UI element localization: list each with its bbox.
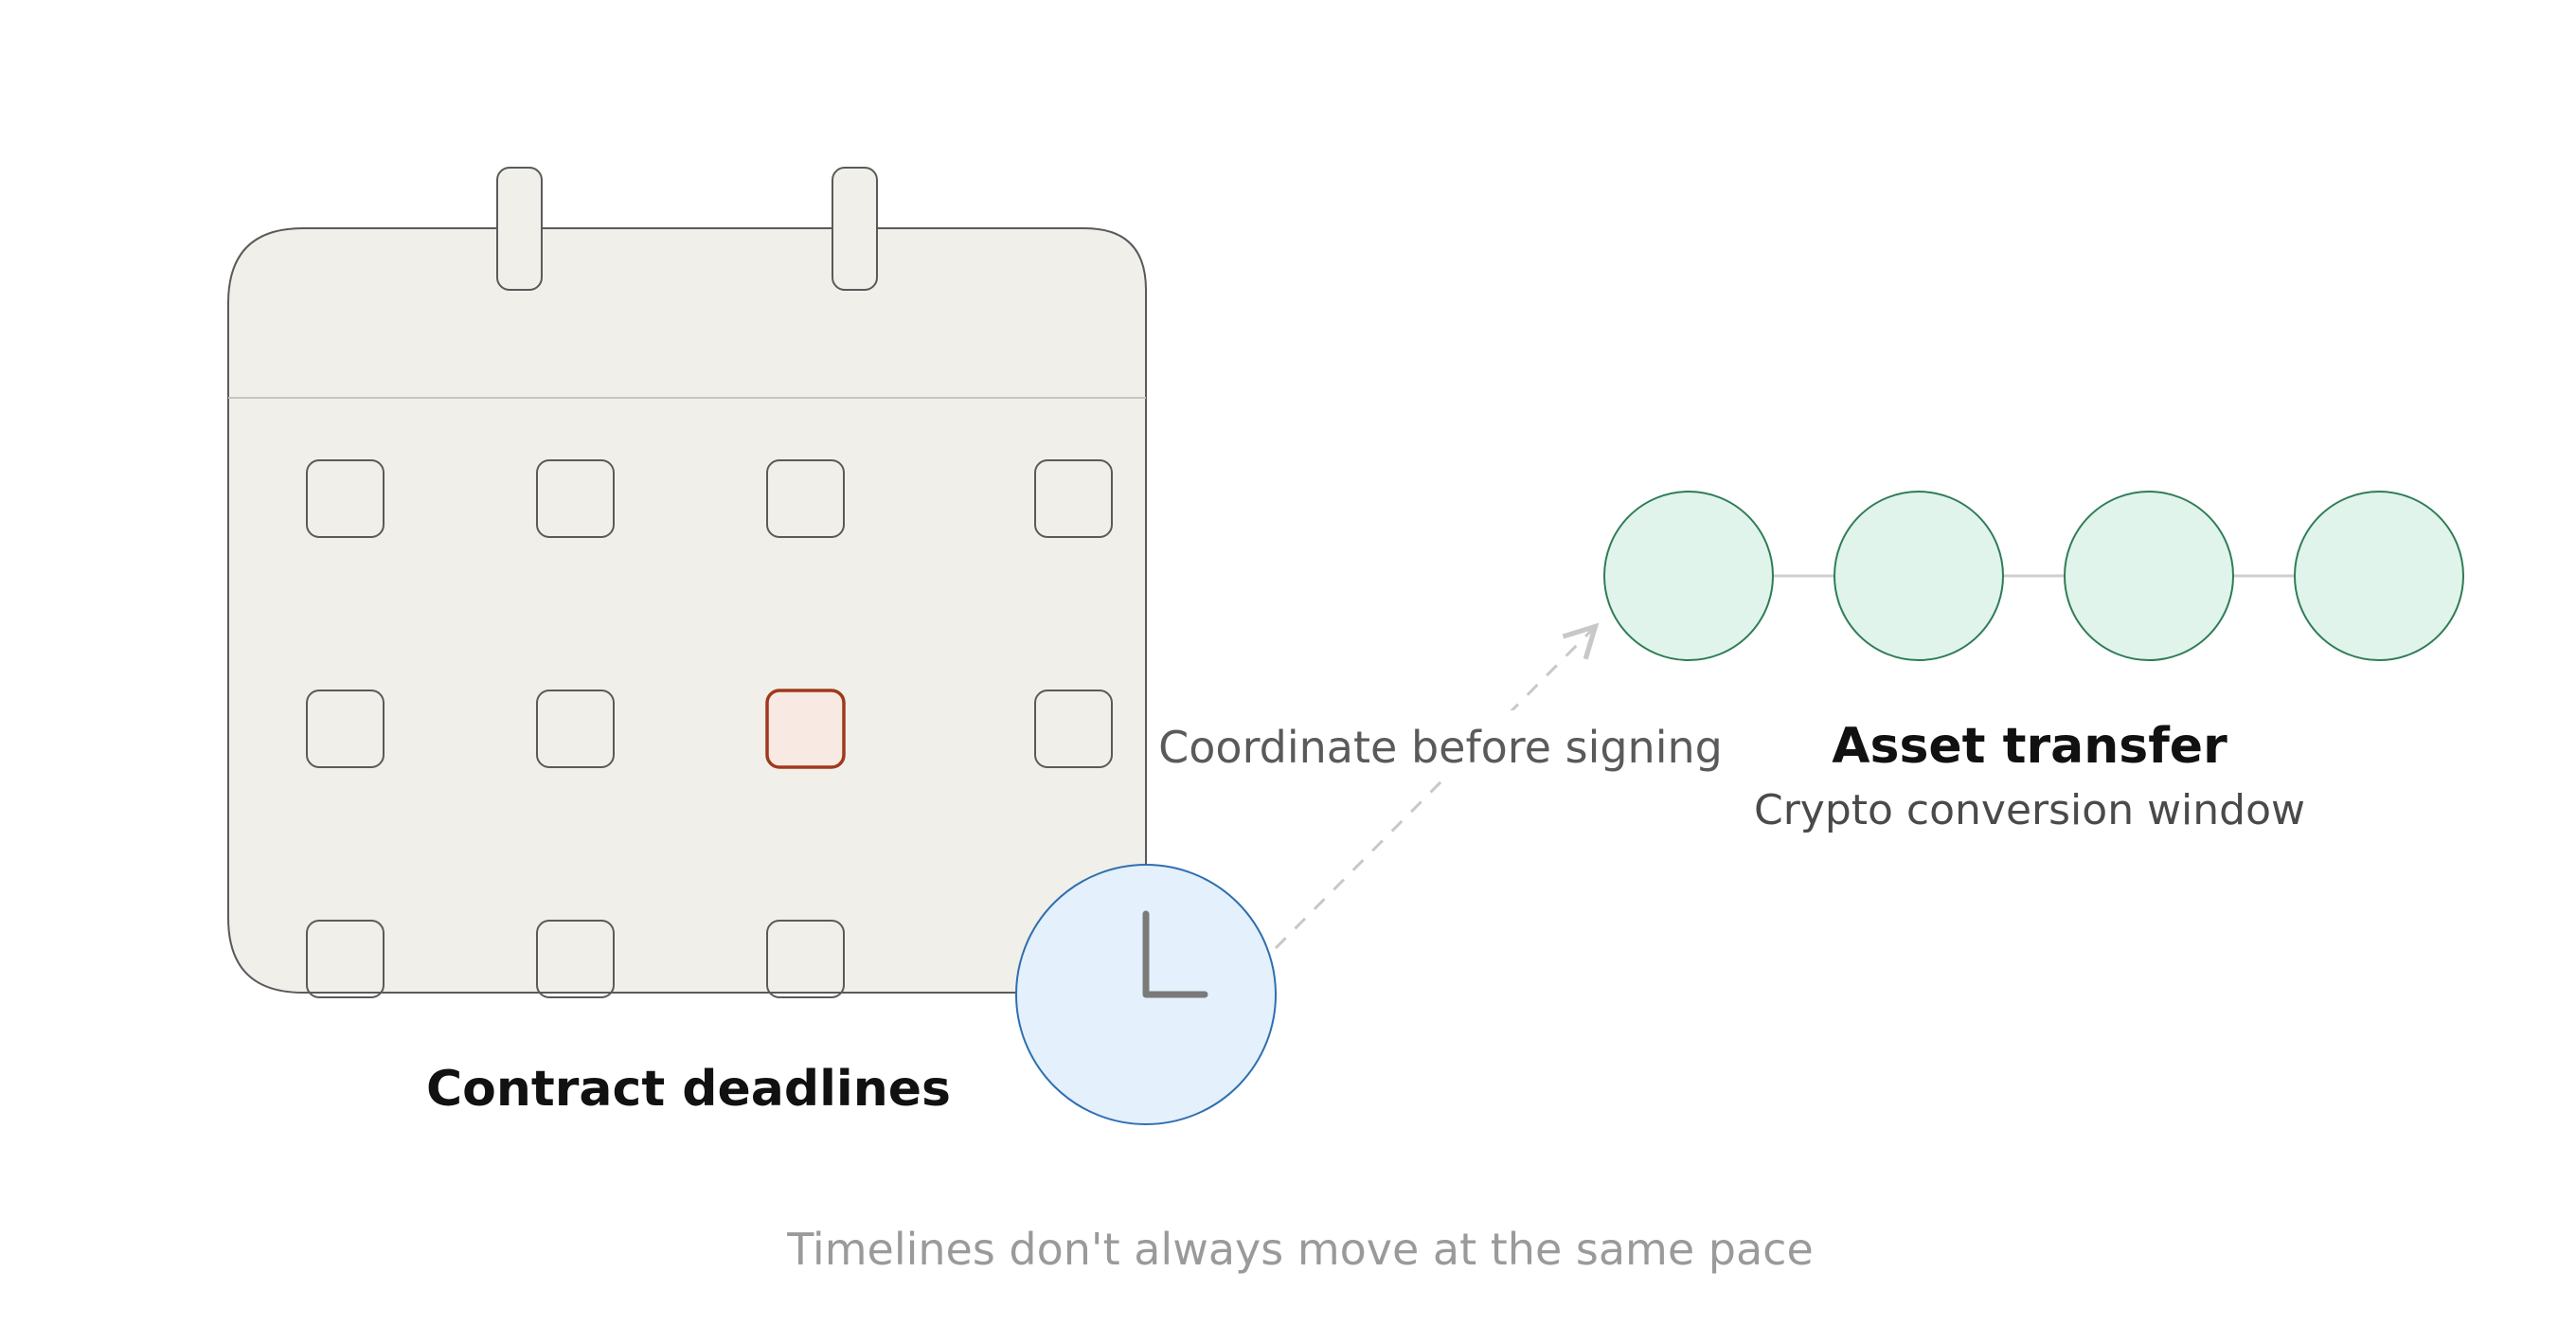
asset-node bbox=[2064, 491, 2234, 661]
calendar-body bbox=[227, 227, 1147, 994]
connector-label-backdrop bbox=[1165, 710, 1714, 777]
asset-node bbox=[1834, 491, 2004, 661]
clock-icon bbox=[1015, 864, 1277, 1125]
calendar-cell bbox=[1034, 690, 1113, 768]
connector-label: Coordinate before signing bbox=[1158, 722, 1723, 773]
diagram-caption: Timelines don't always move at the same … bbox=[786, 1224, 1814, 1275]
connector-arrow bbox=[1274, 622, 1600, 950]
calendar-cell bbox=[536, 459, 615, 538]
calendar-cell bbox=[766, 920, 845, 998]
asset-node bbox=[2294, 491, 2464, 661]
calendar-cell bbox=[766, 459, 845, 538]
asset-title: Asset transfer bbox=[1832, 718, 2227, 775]
calendar-cell-highlighted bbox=[765, 689, 846, 769]
calendar-cell bbox=[306, 459, 385, 538]
calendar-cell bbox=[1034, 459, 1113, 538]
calendar-ring-left bbox=[496, 167, 543, 291]
calendar-cell bbox=[536, 690, 615, 768]
asset-subtitle: Crypto conversion window bbox=[1754, 786, 2305, 834]
asset-node bbox=[1603, 491, 1774, 661]
clock-hands bbox=[1142, 910, 1208, 998]
asset-node-chain bbox=[1603, 491, 2464, 661]
calendar-cell bbox=[306, 690, 385, 768]
calendar-cell bbox=[306, 920, 385, 998]
calendar-ring-right bbox=[832, 167, 878, 291]
calendar bbox=[227, 167, 1147, 998]
calendar-cell bbox=[536, 920, 615, 998]
calendar-label: Contract deadlines bbox=[426, 1061, 951, 1118]
